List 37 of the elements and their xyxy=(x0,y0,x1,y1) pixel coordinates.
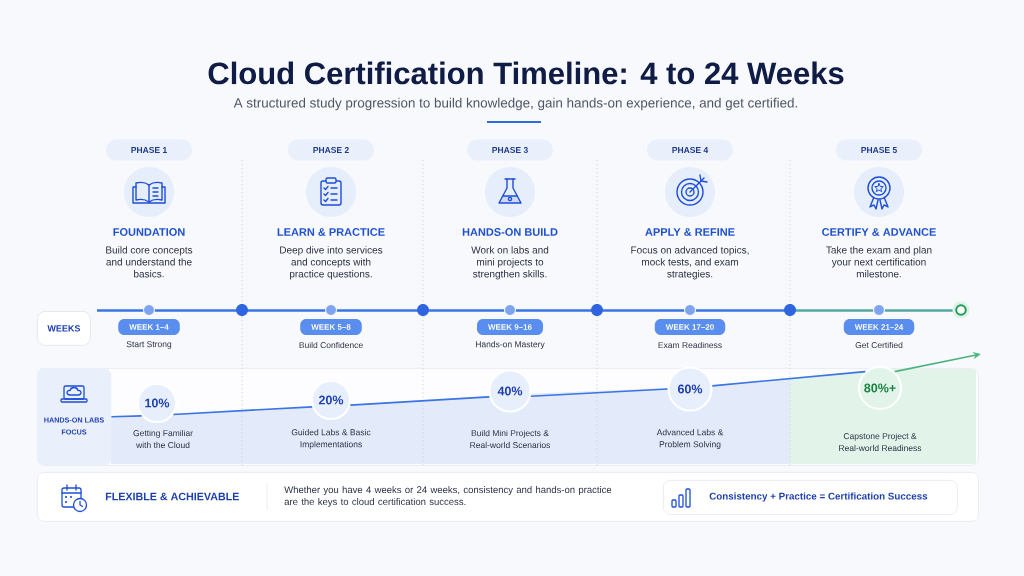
trend-line xyxy=(711,370,867,387)
formula-box: Consistency + Practice = Certification Success xyxy=(663,480,958,515)
panel-text: Whether you have 4 weeks or 24 weeks, consistency and hands-on practice are the keys to cloud certification success. xyxy=(284,486,612,507)
week-caption: Start Strong xyxy=(126,341,172,349)
trend-line xyxy=(110,415,143,418)
subtitle: A structured study progression to build knowledge, gain hands-on experience, and get certified. xyxy=(233,97,797,111)
stage-caption: Capstone Project & Real-world Readiness xyxy=(839,432,922,452)
phase-title: HANDS-ON BUILD xyxy=(462,228,558,236)
panel-heading: FLEXIBLE & ACHIEVABLE xyxy=(105,492,239,501)
trend-line xyxy=(172,406,313,416)
phase-title: FOUNDATION xyxy=(113,228,185,236)
stage-caption: Build Mini Projects & Real-world Scenarios xyxy=(470,429,551,449)
phase-title: LEARN & PRACTICE xyxy=(277,228,385,236)
trend-line xyxy=(530,388,669,397)
stage-caption: Getting Familiar with the Cloud xyxy=(133,429,193,449)
week-caption: Hands-on Mastery xyxy=(476,341,545,349)
weeks-tab: WEEKS xyxy=(37,311,91,346)
stage-caption: Guided Labs & Basic Implementations xyxy=(291,429,371,449)
title: Cloud Certification Timeline: 4 to 24 Weeks xyxy=(208,61,844,85)
phase-description: Build core concepts and understand the basics. xyxy=(106,246,193,278)
phase-pill: PHASE 4 xyxy=(647,139,733,161)
phase-pill: PHASE 3 xyxy=(467,139,553,161)
phase-description: Focus on advanced topics, mock tests, and exam strategies. xyxy=(631,246,749,280)
trend-arrow xyxy=(893,352,981,373)
stage-caption: Advanced Labs & Problem Solving xyxy=(656,429,724,449)
week-caption: Exam Readiness xyxy=(658,341,722,349)
trend-line xyxy=(349,396,491,406)
week-caption: Build Confidence xyxy=(299,341,363,349)
phase-title: APPLY & REFINE xyxy=(645,228,735,236)
phase-description: Deep dive into services and concepts with practice questions. xyxy=(280,246,383,280)
week-caption: Get Certified xyxy=(855,341,903,349)
phase-pill: PHASE 5 xyxy=(836,139,922,161)
phase-title: CERTIFY & ADVANCE xyxy=(822,228,936,236)
phase-description: Take the exam and plan your next certification milestone. xyxy=(826,246,932,278)
phase-pill: PHASE 2 xyxy=(288,139,374,161)
phase-description: Work on labs and mini projects to strengthen skills. xyxy=(471,246,549,280)
phase-pill: PHASE 1 xyxy=(106,139,192,161)
